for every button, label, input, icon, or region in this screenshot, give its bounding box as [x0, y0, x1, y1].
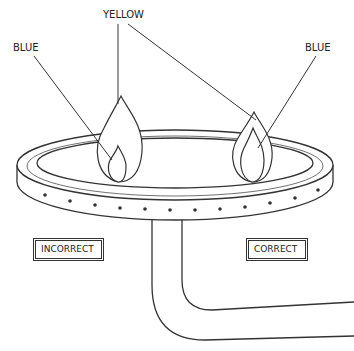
- color-label: YELLOW: [102, 9, 145, 21]
- leader-line: [118, 24, 119, 104]
- yellow-flame: [97, 96, 142, 182]
- leader-line: [34, 56, 112, 160]
- verdict-text: CORRECT: [254, 244, 300, 255]
- verdict-box: CORRECT: [246, 238, 308, 261]
- verdict-box: INCORRECT: [33, 238, 104, 261]
- color-label: BLUE: [12, 42, 40, 54]
- burner-ports: [43, 188, 320, 212]
- blue-flame-core: [108, 146, 126, 182]
- burner-rim-edge: [27, 136, 323, 196]
- pipe-wall: [182, 218, 354, 310]
- leader-line: [128, 24, 256, 120]
- leader-line: [258, 56, 316, 148]
- burner-rim: [17, 130, 333, 200]
- blue-flame-core: [241, 128, 264, 182]
- color-label: BLUE: [304, 42, 332, 54]
- flame-outer: [233, 112, 272, 182]
- pipe-wall: [152, 218, 354, 340]
- verdict-text: INCORRECT: [41, 244, 96, 255]
